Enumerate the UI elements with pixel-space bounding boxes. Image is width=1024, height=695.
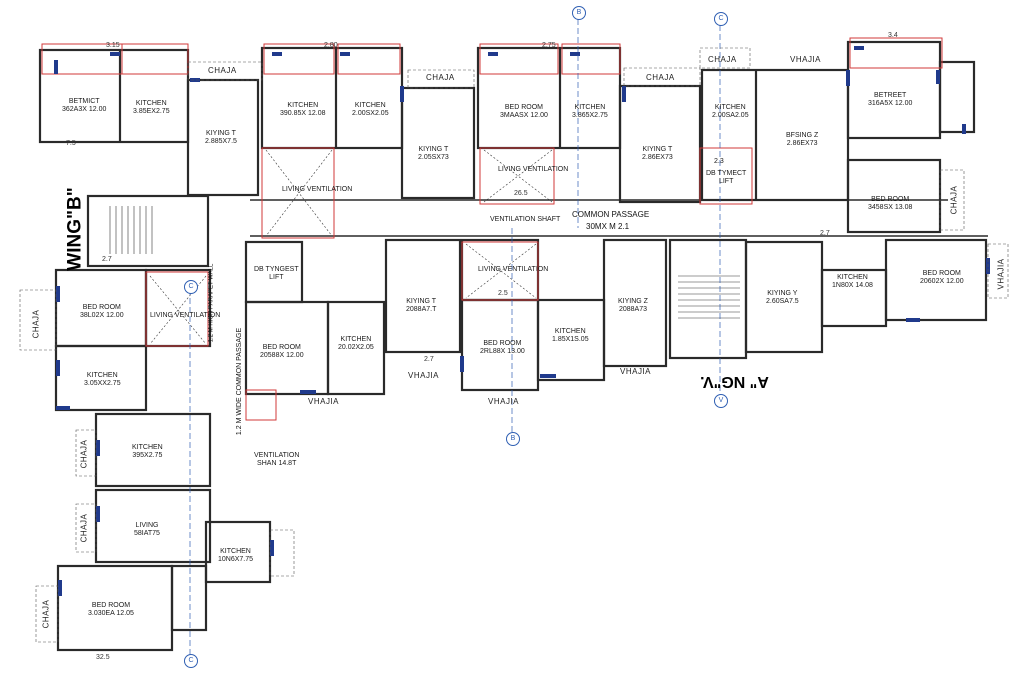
- chaja-label: VHAJIA: [308, 397, 340, 406]
- dimension: 7.5: [66, 140, 76, 147]
- dimension: 2.5: [498, 290, 508, 297]
- chaja-label: CHAJA: [949, 185, 959, 215]
- chaja-label: VHAJIA: [408, 371, 440, 380]
- ventilation-shafts: [149, 149, 553, 345]
- window-markers: [54, 46, 990, 596]
- dimension: 2.7: [102, 256, 112, 263]
- parapet-label: 1.2 M HIGH PARAPET WALL: [208, 263, 215, 343]
- common-passage-label: COMMON PASSAGE: [572, 210, 650, 219]
- dimension: 3.15: [106, 42, 120, 49]
- stairs: [109, 206, 740, 319]
- room-label: LIVING VENTILATION: [498, 166, 569, 173]
- common-passage-dim: 30MX M 2.1: [586, 222, 630, 231]
- side-passage-label: 1.2 M WIDE COMMON PASSAGE: [236, 327, 244, 436]
- grid-lines: [189, 10, 721, 660]
- dimension: 2.80: [324, 42, 338, 49]
- chaja-outlines: [19, 47, 1009, 643]
- wing-b-label: WING"B": [64, 187, 86, 271]
- grid-bubble: C: [184, 654, 198, 668]
- chaja-label: CHAJA: [426, 73, 455, 82]
- chaja-label: VHAJIA: [488, 397, 520, 406]
- grid-bubble: C: [714, 12, 728, 26]
- room-label: LIVING VENTILATION: [150, 312, 221, 319]
- shaft-label: VENTILATION SHAFT: [490, 216, 561, 223]
- lift-dim: 2.3: [714, 158, 724, 165]
- room-label: LIVING VENTILATION: [478, 266, 549, 273]
- dimension: 26.5: [514, 190, 528, 197]
- chaja-label: VHAJIA: [790, 55, 822, 64]
- grid-bubble: B: [506, 432, 520, 446]
- red-hatching: [41, 37, 943, 421]
- dimension: 2.7: [424, 356, 434, 363]
- grid-bubble: V: [714, 394, 728, 408]
- wing-a-label: A" NG"V.: [700, 373, 769, 390]
- chaja-label: CHAJA: [646, 73, 675, 82]
- dimension: 3.4: [888, 32, 898, 39]
- dimension: 32.5: [96, 654, 110, 661]
- chaja-label: CHAJA: [41, 599, 51, 629]
- chaja-label: VHAJIA: [620, 367, 652, 376]
- chaja-label: CHAJA: [79, 439, 89, 469]
- dimension: 2.75: [542, 42, 556, 49]
- room-label: LIVING VENTILATION: [282, 186, 353, 193]
- chaja-label: CHAJA: [79, 513, 89, 543]
- grid-bubble: B: [572, 6, 586, 20]
- grid-bubble: C: [184, 280, 198, 294]
- chaja-label: CHAJA: [31, 309, 41, 339]
- chaja-label: VHAJIA: [996, 258, 1006, 290]
- chaja-label: CHAJA: [708, 55, 737, 64]
- dimension: 2.7: [820, 230, 830, 237]
- chaja-label: CHAJA: [208, 66, 237, 75]
